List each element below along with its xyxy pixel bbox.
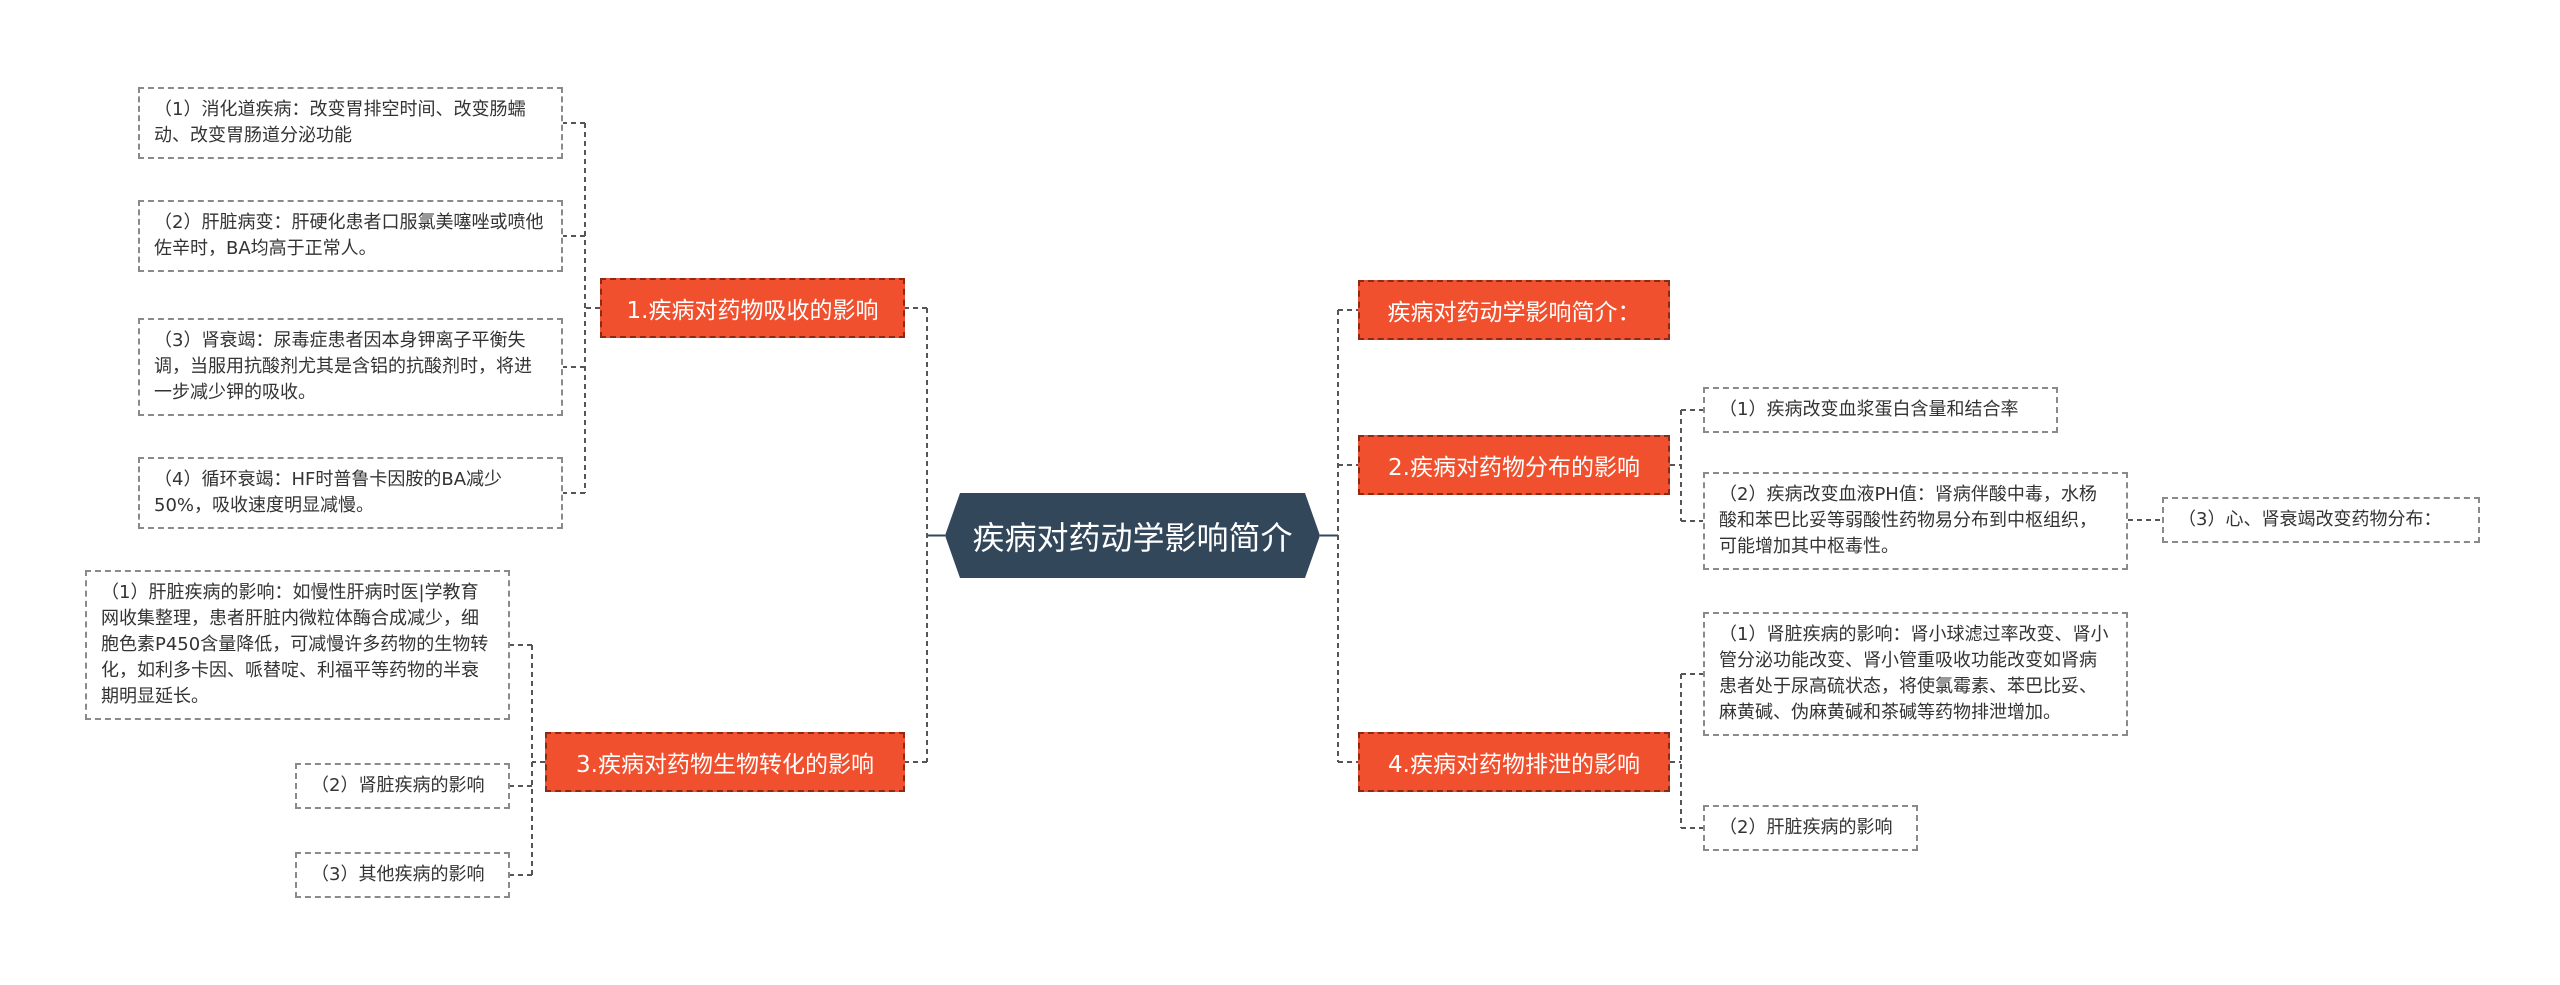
leaf-excretion-1[interactable]: （1）肾脏疾病的影响：肾小球滤过率改变、肾小管分泌功能改变、肾小管重吸收功能改变… [1703, 612, 2128, 736]
branch-intro[interactable]: 疾病对药动学影响简介： [1358, 280, 1670, 340]
leaf-absorption-3[interactable]: （3）肾衰竭：尿毒症患者因本身钾离子平衡失调，当服用抗酸剂尤其是含铝的抗酸剂时，… [138, 318, 563, 416]
leaf-text: （1）消化道疾病：改变胃排空时间、改变肠蠕动、改变胃肠道分泌功能 [154, 99, 526, 146]
branch-biotransformation[interactable]: 3.疾病对药物生物转化的影响 [545, 732, 905, 792]
leaf-distribution-3[interactable]: （3）心、肾衰竭改变药物分布： [2162, 497, 2480, 543]
root-topic[interactable]: 疾病对药动学影响简介 [945, 493, 1320, 578]
leaf-text: （2）肝脏病变：肝硬化患者口服氯美噻唑或喷他佐辛时，BA均高于正常人。 [154, 212, 544, 259]
leaf-text: （2）疾病改变血液PH值：肾病伴酸中毒，水杨酸和苯巴比妥等弱酸性药物易分布到中枢… [1719, 484, 2097, 557]
leaf-absorption-2[interactable]: （2）肝脏病变：肝硬化患者口服氯美噻唑或喷他佐辛时，BA均高于正常人。 [138, 200, 563, 272]
branch-excretion[interactable]: 4.疾病对药物排泄的影响 [1358, 732, 1670, 792]
branch-absorption[interactable]: 1.疾病对药物吸收的影响 [600, 278, 905, 338]
leaf-text: （3）其他疾病的影响 [311, 864, 485, 885]
leaf-biotransformation-2[interactable]: （2）肾脏疾病的影响 [295, 763, 510, 809]
leaf-absorption-1[interactable]: （1）消化道疾病：改变胃排空时间、改变肠蠕动、改变胃肠道分泌功能 [138, 87, 563, 159]
leaf-text: （4）循环衰竭：HF时普鲁卡因胺的BA减少50%，吸收速度明显减慢。 [154, 469, 503, 516]
leaf-distribution-1[interactable]: （1）疾病改变血浆蛋白含量和结合率 [1703, 387, 2058, 433]
leaf-text: （1）疾病改变血浆蛋白含量和结合率 [1719, 399, 2019, 420]
leaf-absorption-4[interactable]: （4）循环衰竭：HF时普鲁卡因胺的BA减少50%，吸收速度明显减慢。 [138, 457, 563, 529]
leaf-biotransformation-1[interactable]: （1）肝脏疾病的影响：如慢性肝病时医|学教育网收集整理，患者肝脏内微粒体酶合成减… [85, 570, 510, 720]
leaf-distribution-2[interactable]: （2）疾病改变血液PH值：肾病伴酸中毒，水杨酸和苯巴比妥等弱酸性药物易分布到中枢… [1703, 472, 2128, 570]
leaf-excretion-2[interactable]: （2）肝脏疾病的影响 [1703, 805, 1918, 851]
leaf-biotransformation-3[interactable]: （3）其他疾病的影响 [295, 852, 510, 898]
leaf-text: （3）肾衰竭：尿毒症患者因本身钾离子平衡失调，当服用抗酸剂尤其是含铝的抗酸剂时，… [154, 330, 532, 403]
branch-distribution[interactable]: 2.疾病对药物分布的影响 [1358, 435, 1670, 495]
leaf-text: （3）心、肾衰竭改变药物分布： [2178, 509, 2442, 530]
leaf-text: （1）肾脏疾病的影响：肾小球滤过率改变、肾小管分泌功能改变、肾小管重吸收功能改变… [1719, 624, 2109, 723]
leaf-text: （2）肾脏疾病的影响 [311, 775, 485, 796]
leaf-text: （2）肝脏疾病的影响 [1719, 817, 1893, 838]
leaf-text: （1）肝脏疾病的影响：如慢性肝病时医|学教育网收集整理，患者肝脏内微粒体酶合成减… [101, 582, 489, 707]
